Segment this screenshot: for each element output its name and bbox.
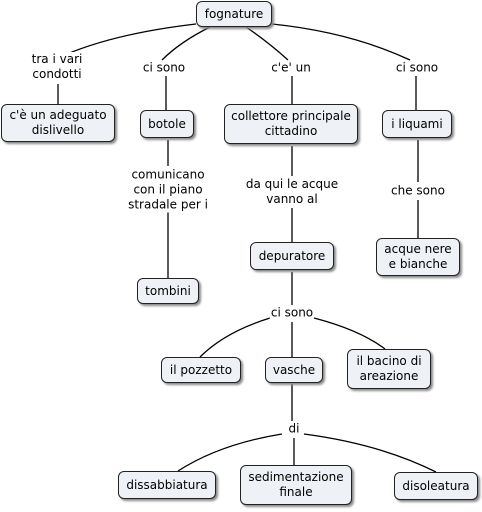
concept-vasche[interactable]: vasche (265, 357, 323, 383)
link-ci-sono-3: ci sono (269, 305, 315, 321)
link-ce-un: c'e' un (270, 60, 312, 76)
link-ci-sono-2: ci sono (394, 60, 440, 76)
concept-bacino[interactable]: il bacino di areazione (347, 349, 431, 389)
connector-di-disoleatura (303, 433, 437, 473)
link-da-qui: da qui le acque vanno al (244, 177, 340, 207)
link-che-sono: che sono (390, 183, 446, 199)
concept-dislivello[interactable]: c'è un adeguato dislivello (1, 104, 115, 142)
connector-fognature-ci-sono-1 (161, 26, 211, 61)
connector-fognature-ci-sono-2 (271, 23, 411, 61)
link-tra-condotti: tra i vari condotti (30, 52, 84, 82)
concept-liquami[interactable]: i liquami (382, 110, 452, 138)
concept-depuratore[interactable]: depuratore (250, 242, 334, 270)
connector-ci-sono-bacino (313, 317, 386, 350)
concept-acque-nere[interactable]: acque nere e bianche (376, 238, 460, 276)
concept-disoleatura[interactable]: disoleatura (394, 472, 478, 500)
concept-sedimentazione[interactable]: sedimentazione finale (240, 465, 352, 505)
connector-di-dissabbiatura (177, 433, 283, 472)
link-di: di (287, 421, 301, 437)
link-ci-sono-1: ci sono (141, 60, 187, 76)
concept-botole[interactable]: botole (140, 110, 194, 138)
concept-dissabbiatura[interactable]: dissabbiatura (118, 471, 216, 499)
concept-pozzetto[interactable]: il pozzetto (161, 357, 241, 383)
connector-fognature-ce-un (245, 26, 289, 61)
concept-fognature[interactable]: fognature (196, 1, 272, 27)
connector-ci-sono-pozzetto (199, 317, 271, 358)
link-comunicano: comunicano con il piano stradale per i (127, 167, 209, 213)
concept-collettore[interactable]: collettore principale cittadino (224, 104, 358, 144)
concept-tombini[interactable]: tombini (137, 278, 199, 304)
